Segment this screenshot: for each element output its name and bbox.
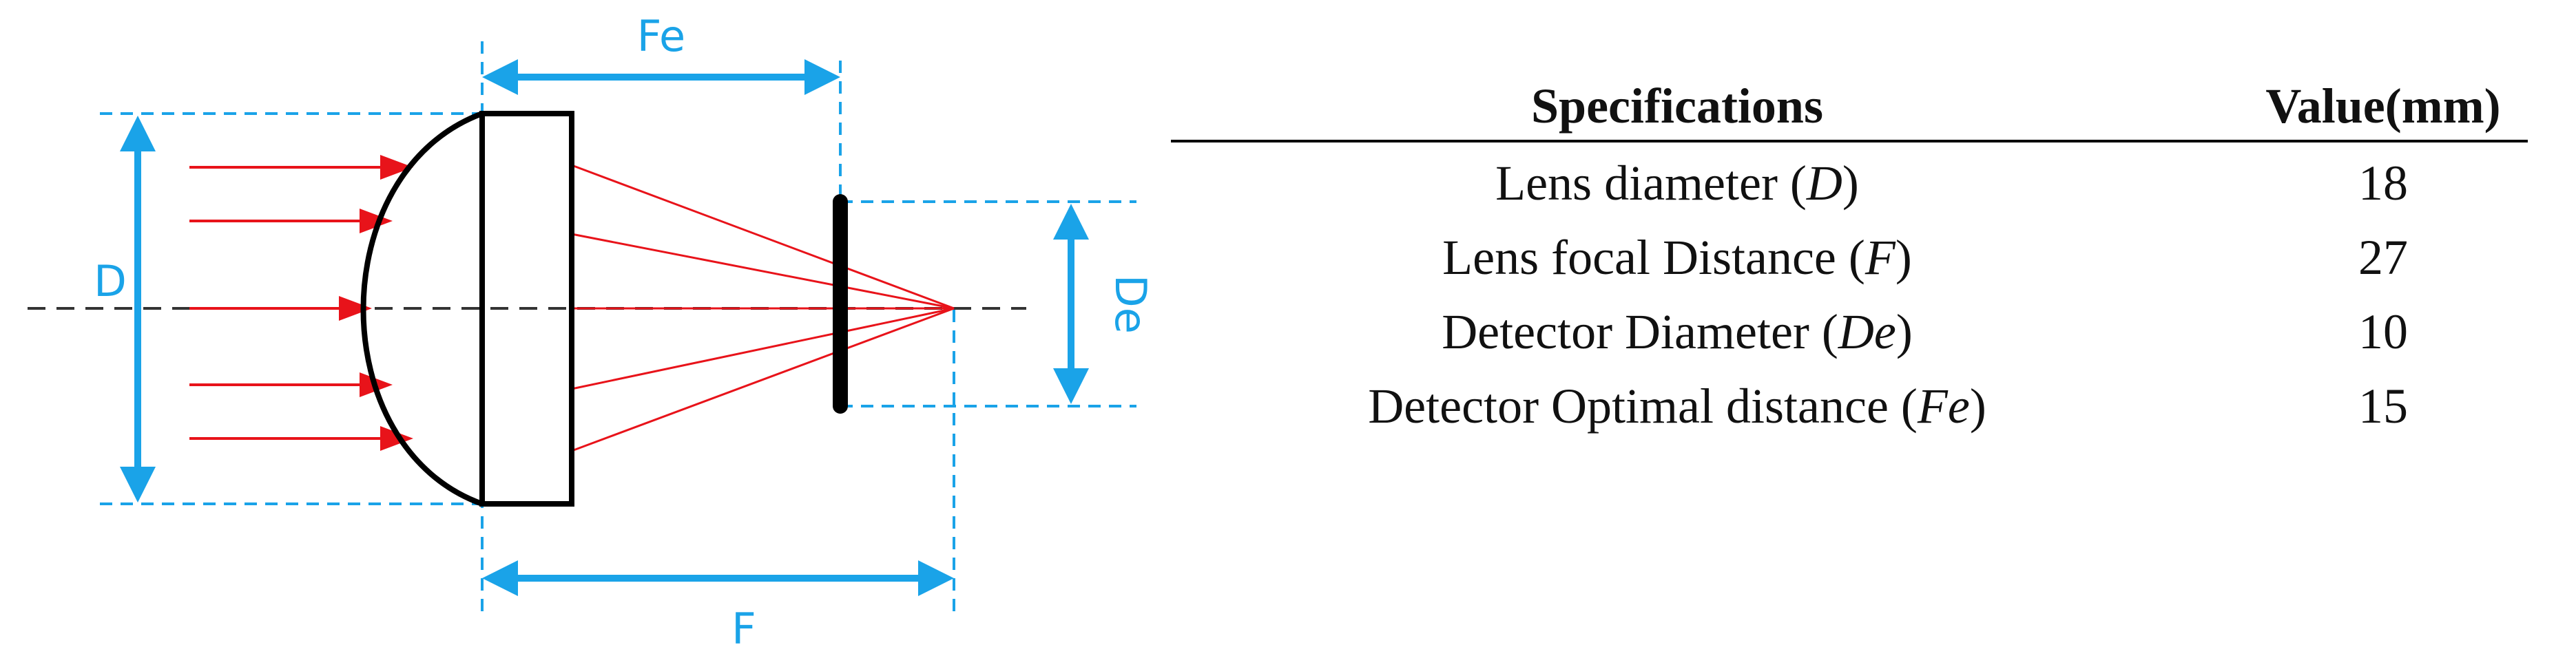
table-header-value: Value(mm) [2265, 78, 2500, 134]
table-row: Lens focal Distance (F) 27 [1442, 230, 2408, 285]
fe-label: Fe [637, 11, 685, 61]
table-row: Lens diameter (D) 18 [1495, 156, 2408, 211]
table-row: Detector Optimal distance (Fe) 15 [1368, 379, 2408, 434]
incident-rays [189, 166, 406, 440]
de-arrow-top [1053, 204, 1089, 240]
converging-rays [571, 164, 955, 452]
ray-arrowhead [380, 155, 413, 180]
converging-ray [571, 164, 955, 310]
spec-name: Lens diameter (D) [1495, 156, 1859, 211]
fe-arrow-left [482, 59, 518, 95]
spec-name: Detector Diameter (De) [1442, 304, 1913, 359]
converging-ray [571, 307, 955, 452]
de-arrow-bottom [1053, 368, 1089, 404]
spec-value: 27 [2358, 230, 2408, 285]
lens-body [479, 111, 574, 507]
de-label: De [1105, 275, 1156, 334]
d-label: D [94, 256, 127, 306]
ray-arrowheads [339, 155, 413, 451]
spec-name: Lens focal Distance (F) [1442, 230, 1912, 285]
spec-name: Detector Optimal distance (Fe) [1368, 379, 1986, 434]
spec-value: 10 [2358, 304, 2408, 359]
spec-table: Specifications Value(mm) Lens diameter (… [1171, 78, 2528, 434]
table-header-specifications: Specifications [1531, 78, 1823, 134]
converging-ray [571, 233, 955, 310]
d-arrow-bottom [120, 467, 156, 502]
dimension-arrows [120, 59, 1089, 596]
spec-value: 15 [2358, 379, 2408, 434]
table-row: Detector Diameter (De) 10 [1442, 304, 2408, 359]
f-arrow-right [918, 560, 954, 596]
optical-diagram: Fe D De F [28, 11, 1156, 654]
converging-ray [571, 307, 955, 390]
f-label: F [731, 604, 756, 654]
lens-curved-face [360, 111, 484, 507]
fe-arrow-right [804, 59, 840, 95]
ray-arrowhead [339, 296, 372, 321]
d-arrow-top [120, 116, 156, 151]
f-arrow-left [482, 560, 518, 596]
extension-lines [100, 41, 1136, 616]
spec-value: 18 [2358, 156, 2408, 211]
ray-arrowhead [360, 209, 393, 233]
